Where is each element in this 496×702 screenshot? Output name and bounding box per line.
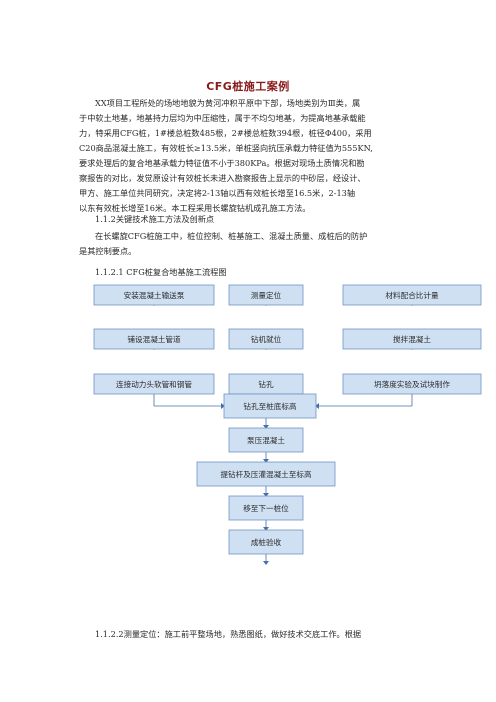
intro-line: XX项目工程所处的场地地貌为黄河冲积平原中下部，场地类别为Ⅲ类，属 — [95, 98, 361, 108]
section-paragraph: 在长螺旋CFG桩施工中，桩位控制、桩基施工、混凝土质量、成桩后的防护 是其控制要… — [79, 229, 417, 259]
flow-step-label: 钻机就位 — [251, 334, 282, 344]
document-title: CFG桩施工案例 — [206, 80, 290, 93]
flow-step-lay-pipeline: 铺设混凝土管道 — [93, 328, 215, 350]
flow-step-label: 搅拌混凝土 — [393, 334, 431, 344]
flow-step-slump-test: 坍落度实验及试块制作 — [342, 373, 482, 395]
flow-step-mix-ratio: 材料配合比计量 — [342, 284, 482, 306]
flow-step-label: 泵压混凝土 — [247, 435, 285, 445]
intro-line: 以东有效桩长增至16米。本工程采用长螺旋钻机成孔施工方法。 — [79, 203, 311, 213]
flow-step-label: 钻孔 — [258, 379, 274, 389]
flow-step-label: 连接动力头软管和钢管 — [116, 379, 192, 389]
flowchart-connectors — [153, 285, 413, 564]
flow-step-survey-positioning: 测量定位 — [228, 284, 304, 306]
intro-line: 于中软土地基，地基持力层均为中压缩性，属于不均匀地基，为提高地基承载能 — [79, 113, 366, 123]
intro-line: C20商品混凝土施工，有效桩长≥13.5米，单桩竖向抗压承载力特征值为555KN… — [79, 143, 373, 153]
section-heading: 1.1.2关键技术施工方法及创新点 — [95, 214, 215, 224]
intro-line: 甲方、施工单位共同研究，决定将2-13轴以西有效桩长增至16.5米，2-13轴 — [79, 188, 356, 198]
flow-step-mix-concrete: 搅拌混凝土 — [342, 328, 482, 350]
flow-step-label: 移至下一桩位 — [243, 503, 289, 513]
flow-step-drilling: 钻孔 — [228, 373, 304, 395]
flow-step-install-pump: 安装混凝土输送泵 — [93, 284, 215, 306]
section-line: 在长螺旋CFG桩施工中，桩位控制、桩基施工、混凝土质量、成桩后的防护 — [95, 231, 368, 241]
flow-step-move-next-pile: 移至下一桩位 — [228, 495, 304, 521]
flow-step-rig-positioning: 钻机就位 — [228, 328, 304, 350]
flow-step-lift-drill: 提钻杆及压灌混凝土至标高 — [196, 461, 336, 487]
flow-step-drill-to-depth: 钻孔至桩底标高 — [223, 393, 317, 419]
intro-line: 察报告的对比，发觉原设计有效桩长未进入勘察报告上显示的中砂层，经设计、 — [79, 173, 366, 183]
flow-step-label: 坍落度实验及试块制作 — [374, 379, 450, 389]
flow-step-acceptance: 成桩验收 — [228, 529, 304, 555]
flow-step-label: 安装混凝土输送泵 — [124, 290, 185, 300]
intro-line: 要求处理后的复合地基承载力特征值不小于380KPa。根据对现场土质情况和勘 — [79, 158, 365, 168]
intro-paragraph: XX项目工程所处的场地地貌为黄河冲积平原中下部，场地类别为Ⅲ类，属 于中软土地基… — [79, 96, 417, 216]
flow-step-label: 测量定位 — [251, 290, 282, 300]
flow-step-label: 提钻杆及压灌混凝土至标高 — [220, 469, 312, 479]
intro-line: 力，特采用CFG桩，1#楼总桩数485根，2#楼总桩数394根，桩径Φ400，采… — [79, 128, 372, 138]
flow-step-label: 材料配合比计量 — [385, 290, 439, 300]
flow-step-label: 成桩验收 — [251, 537, 282, 547]
flow-step-label: 铺设混凝土管道 — [127, 334, 181, 344]
subsection-heading: 1.1.2.1 CFG桩复合地基施工流程图 — [95, 267, 227, 277]
flow-step-label: 钻孔至桩底标高 — [243, 401, 297, 411]
footer-paragraph-line: 1.1.2.2测量定位：施工前平整场地，熟悉图纸，做好技术交底工作。根据 — [95, 629, 362, 639]
flow-step-connect-hose: 连接动力头软管和钢管 — [93, 373, 215, 395]
flow-step-pump-concrete: 泵压混凝土 — [228, 427, 304, 453]
section-line: 是其控制要点。 — [79, 246, 137, 256]
